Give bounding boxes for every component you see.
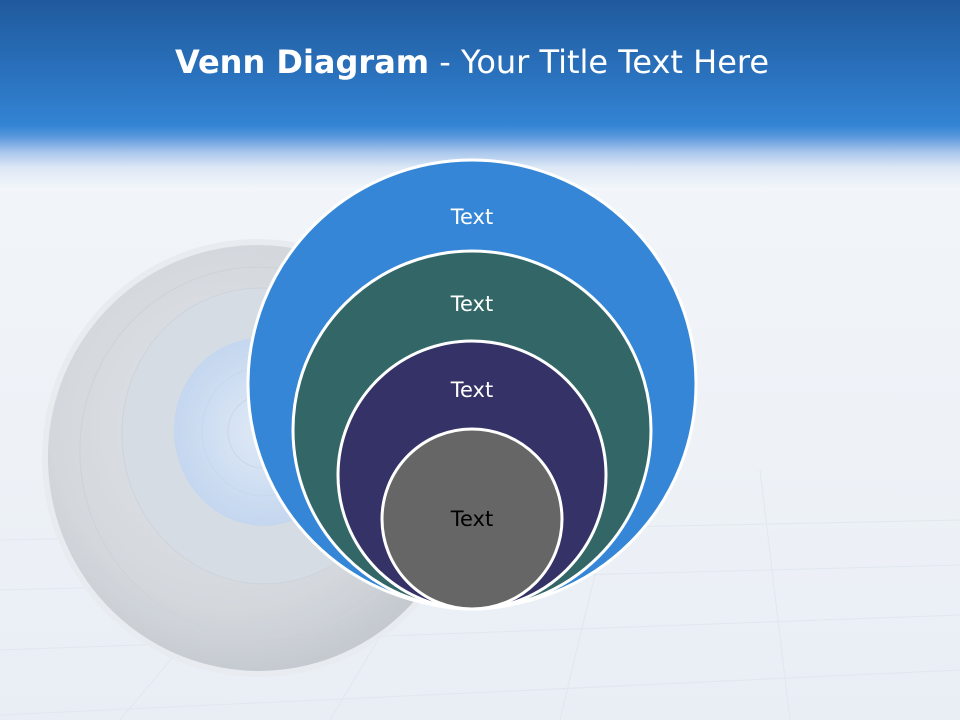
ring-1-label: Text [450, 205, 493, 229]
title-bold: Venn Diagram [174, 43, 430, 81]
slide-title[interactable]: Venn Diagram - Your Title Text Here [0, 40, 944, 84]
ring-4[interactable] [380, 427, 564, 611]
ring-3-label: Text [450, 378, 493, 402]
ring-2-label: Text [450, 292, 493, 316]
header-band [0, 0, 960, 190]
ring-4-label: Text [450, 507, 493, 531]
title-rest: - Your Title Text Here [429, 43, 770, 81]
